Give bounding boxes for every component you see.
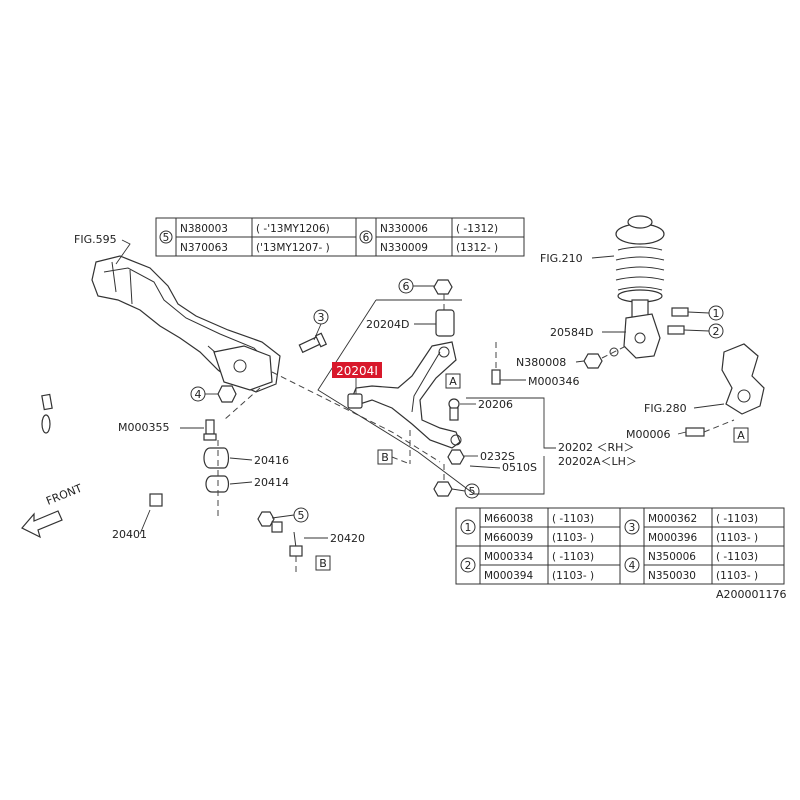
table-date-range: ('13MY1207- ) [256,242,330,254]
part-20204I-label: 20204I [336,364,378,378]
table-part-number: M000362 [648,513,697,525]
table-part-number: N350006 [648,551,696,563]
top-parts-table: 5 6 N380003 N370063 ( -'13MY1206) ('13MY… [155,217,525,257]
part-20202A-label: 20202A＜LH＞ [558,455,637,468]
ball-joint-drawing [448,398,460,421]
callout-3-label: 3 [318,311,325,324]
table-part-number: M000394 [484,570,533,582]
stabilizer-bar-drawing [41,393,291,534]
part-0232S-label: 0232S [480,450,515,463]
callout-6-label: 6 [403,280,410,293]
part-20204D-label: 20204D [366,318,409,331]
table-date-range: (1103- ) [716,532,758,544]
stabilizer-link-drawing [257,511,303,574]
part-0510S-label: 0510S [502,461,537,474]
table-date-range: (1312- ) [456,242,498,254]
callout-1-label: 1 [465,522,472,534]
table-part-number: M000396 [648,532,697,544]
callout-4-label: 4 [195,388,202,401]
callout-3-label: 3 [629,522,636,534]
highlight-box [332,362,382,378]
table-part-number: N330006 [380,223,428,235]
steering-knuckle-drawing [721,343,765,415]
table-part-number: M660038 [484,513,533,525]
front-label: FRONT [44,482,84,508]
fig-595-label: FIG.595 [74,233,117,246]
diagram-id-label: A200001176 [716,588,787,601]
part-20206-label: 20206 [478,398,513,411]
table-part-number: N370063 [180,242,228,254]
fig-210-label: FIG.210 [540,252,583,265]
callout-4-label: 4 [629,560,636,572]
ref-b-label: B [319,557,327,570]
lower-control-arm-drawing [351,341,462,449]
callout-1-label: 1 [713,307,720,320]
table-date-range: (1103- ) [716,570,758,582]
front-crossmember-drawing [91,255,281,393]
table-date-range: ( -1103) [716,513,758,525]
callout-2-label: 2 [713,325,720,338]
nut-drawing [433,279,453,295]
part-M000355-label: M000355 [118,421,169,434]
part-M00006-label: M00006 [626,428,670,441]
table-date-range: (1103- ) [552,570,594,582]
ref-a-label: A [449,375,457,388]
bolt-drawing [298,332,328,354]
fig-280-label: FIG.280 [644,402,687,415]
bolt-drawing [667,325,685,335]
part-20416-label: 20416 [254,454,289,467]
table-date-range: (1103- ) [552,532,594,544]
part-20420-label: 20420 [330,532,365,545]
nut-drawing [583,353,603,369]
table-part-number: N380003 [180,223,228,235]
table-part-number: N330009 [380,242,428,254]
nut-drawing [433,481,453,497]
table-date-range: ( -1103) [716,551,758,563]
part-N380008-label: N380008 [516,356,566,369]
callout-6-label: 6 [363,232,370,244]
nut-drawing [447,449,465,465]
callout-5-label: 5 [469,485,476,498]
strut-assembly-drawing [615,215,665,359]
bottom-parts-table: 1 2 3 4 M660038 M660039 ( -1103) (1103- … [455,507,785,585]
table-date-range: ( -1103) [552,513,594,525]
part-20401-label: 20401 [112,528,147,541]
table-date-range: ( -1103) [552,551,594,563]
table-date-range: ( -'13MY1206) [256,223,330,235]
front-arrow-icon [21,510,63,539]
bushing-clamp-drawing [203,419,230,520]
callout-5-label: 5 [163,232,170,244]
bolt-drawing [671,307,689,317]
table-date-range: ( -1312) [456,223,498,235]
ref-b-label: B [381,451,389,464]
part-20202-label: 20202 ＜RH＞ [558,441,634,454]
table-part-number: M660039 [484,532,533,544]
front-bushing-drawing [347,393,363,409]
table-part-number: M000334 [484,551,533,563]
table-part-number: N350030 [648,570,696,582]
nut-drawing [217,385,237,403]
callout-5-label: 5 [298,509,305,522]
rear-bushing-drawing [435,309,455,337]
callout-2-label: 2 [465,560,472,572]
part-M000346-label: M000346 [528,375,579,388]
part-20584D-label: 20584D [550,326,593,339]
bolt-drawing [491,369,501,385]
bolt-drawing [685,427,705,437]
part-20414-label: 20414 [254,476,289,489]
ref-a-label: A [737,429,745,442]
